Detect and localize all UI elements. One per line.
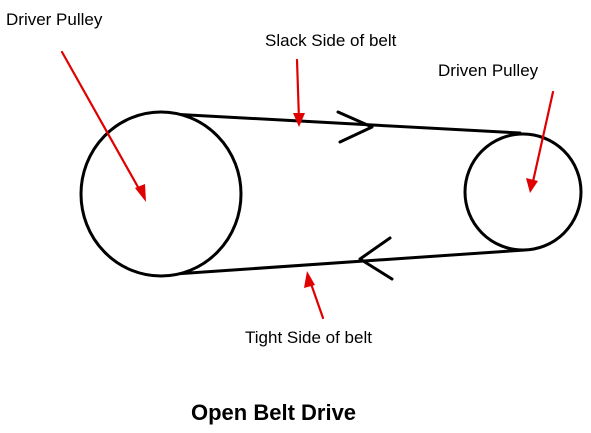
tight-side-pointer [304,271,325,320]
belt-slack-side [150,111,522,135]
tight-side-direction-arrow [358,236,394,281]
slack-side-label: Slack Side of belt [265,31,397,50]
tight-side-label: Tight Side of belt [245,328,372,347]
driver-pulley [79,110,243,278]
driven-pulley [463,132,583,252]
driven-pulley-label: Driven Pulley [438,61,539,80]
slack-side-pointer [293,58,305,127]
driver-pulley-pointer [60,50,146,202]
driver-pulley-label: Driver Pulley [6,10,103,29]
driven-pulley-pointer [526,90,555,193]
diagram-title: Open Belt Drive [191,400,356,425]
slack-side-direction-arrow [336,110,374,144]
belt-tight-side [158,248,527,277]
